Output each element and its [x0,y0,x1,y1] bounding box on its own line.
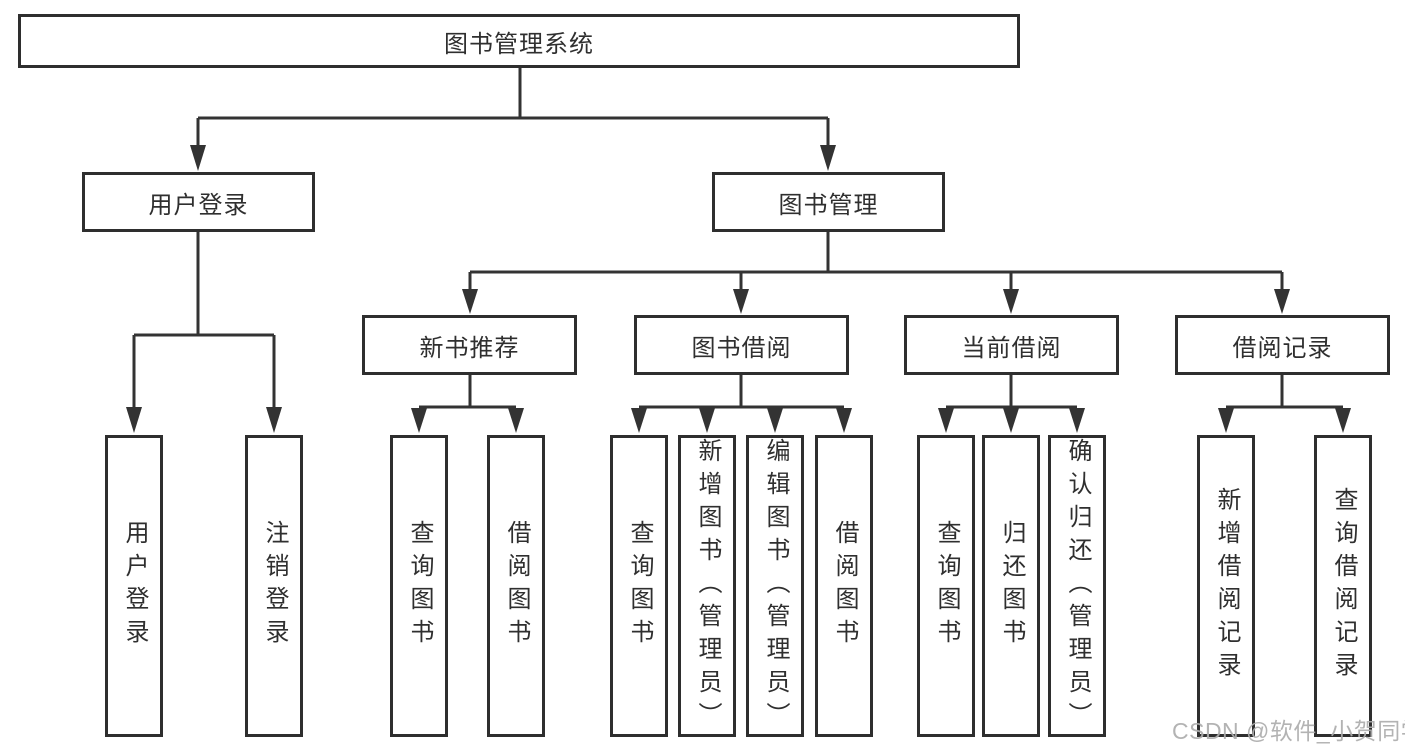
leaf-query-books-current: 查询图书 [917,435,975,737]
node-label: 借阅图书 [831,520,858,652]
node-book-borrow: 图书借阅 [634,315,849,375]
connector-paths [132,68,1343,409]
node-label: 确认归还（管理员） [1064,437,1091,735]
csdn-watermark: CSDN @软件_小贺同学 [1172,718,1405,744]
leaf-return-books: 归还图书 [982,435,1040,737]
node-label: 查询图书 [626,520,653,652]
leaf-logout: 注销登录 [245,435,303,737]
leaf-edit-books-admin: 编辑图书（管理员） [746,435,804,737]
arrowheads [126,145,1351,433]
leaf-query-borrow-record: 查询借阅记录 [1314,435,1372,737]
node-label: 借阅记录 [1232,334,1333,362]
leaf-query-books-recommend: 查询图书 [390,435,448,737]
node-label: 新增图书（管理员） [694,437,721,735]
node-current-borrow: 当前借阅 [904,315,1119,375]
node-label: 新增借阅记录 [1213,487,1240,685]
node-label: 用户登录 [148,191,249,219]
node-new-book-recommend: 新书推荐 [362,315,577,375]
node-label: 用户登录 [121,520,148,652]
node-book-management-system: 图书管理系统 [18,14,1020,68]
node-label: 借阅图书 [503,520,530,652]
leaf-confirm-return-admin: 确认归还（管理员） [1048,435,1106,737]
leaf-add-borrow-record: 新增借阅记录 [1197,435,1255,737]
node-label: 编辑图书（管理员） [762,437,789,735]
node-label: 查询借阅记录 [1330,487,1357,685]
node-label: 注销登录 [261,520,288,652]
node-label: 当前借阅 [961,334,1062,362]
node-book-management: 图书管理 [712,172,945,232]
node-label: 图书管理 [778,191,879,219]
node-label: 归还图书 [998,520,1025,652]
leaf-borrow-books-recommend: 借阅图书 [487,435,545,737]
leaf-query-books-borrow: 查询图书 [610,435,668,737]
leaf-borrow-books: 借阅图书 [815,435,873,737]
node-label: 图书借阅 [691,334,792,362]
node-borrow-records: 借阅记录 [1175,315,1390,375]
node-label: 新书推荐 [419,334,520,362]
node-user-login: 用户登录 [82,172,315,232]
node-label: 图书管理系统 [444,30,594,58]
leaf-user-login: 用户登录 [105,435,163,737]
leaf-add-books-admin: 新增图书（管理员） [678,435,736,737]
node-label: 查询图书 [406,520,433,652]
node-label: 查询图书 [933,520,960,652]
